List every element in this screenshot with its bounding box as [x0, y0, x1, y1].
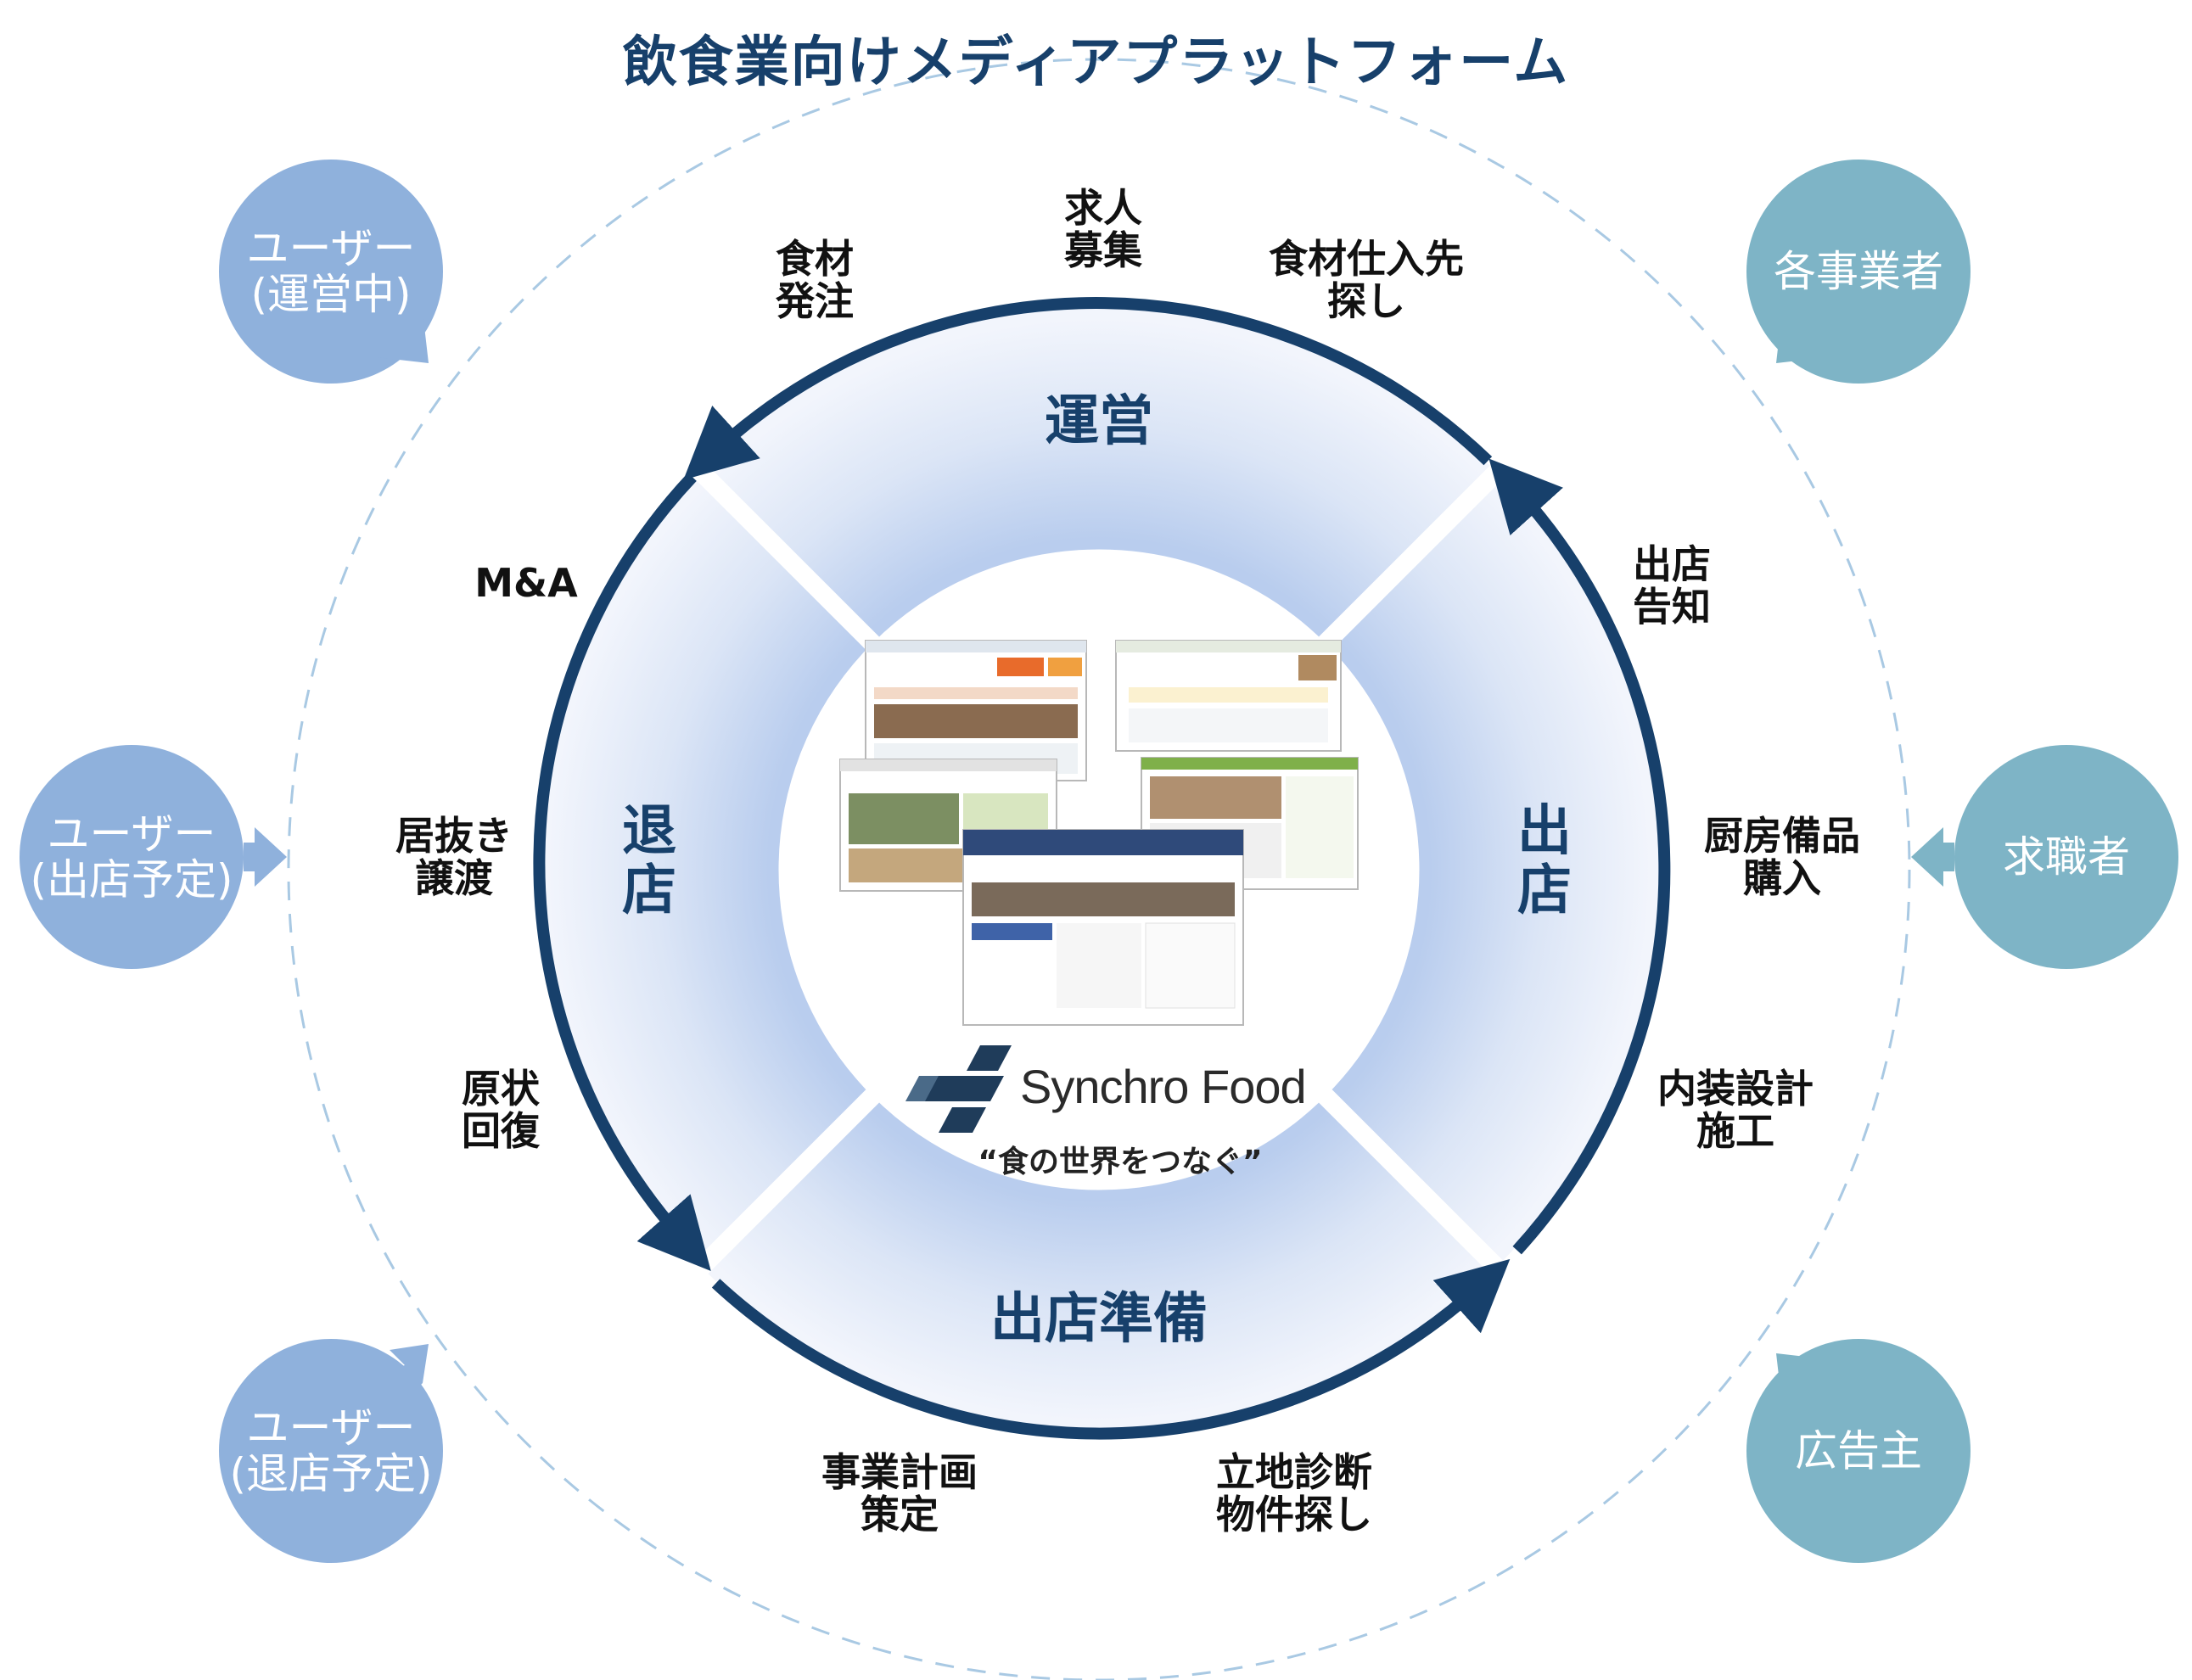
- segment-preparation-line-1: 出店準備: [990, 1288, 1208, 1351]
- actor-user-planning-close-line-2: (退店予定): [229, 1449, 433, 1498]
- user-planning-close-circle: [219, 1339, 443, 1563]
- actor-user-planning-open-line-1: ユーザー: [47, 809, 216, 859]
- service-ingredient-order-line-2: 発注: [776, 278, 854, 324]
- service-business-plan: 事業計画 策定: [785, 1451, 1014, 1536]
- service-interior-line-2: 施工: [1696, 1108, 1774, 1154]
- segment-opening-line-2: 店: [1517, 860, 1572, 922]
- service-recruit-line-2: 募集: [1064, 227, 1142, 273]
- service-kitchen-equipment: 厨房備品 購入: [1685, 815, 1880, 899]
- segment-closing-line-2: 店: [622, 860, 676, 922]
- service-transfer-line-1: 居抜き: [395, 813, 513, 859]
- service-restoration-line-1: 原状: [462, 1066, 540, 1112]
- service-recruit-line-1: 求人: [1064, 185, 1142, 231]
- businesses-circle: [1746, 160, 1971, 384]
- job-seekers-circle: [1954, 745, 2178, 969]
- segment-preparation: 出店準備: [900, 1290, 1298, 1349]
- service-business-plan-line-1: 事業計画: [821, 1449, 978, 1495]
- service-restoration: 原状 回復: [429, 1067, 573, 1152]
- website-screenshots: [839, 640, 1359, 1026]
- arrow-user-operating: [377, 311, 429, 363]
- service-interior: 内装設計 施工: [1638, 1067, 1833, 1152]
- actor-user-planning-open: ユーザー (出店予定): [13, 811, 250, 903]
- screenshot-1: [865, 640, 1087, 781]
- screenshot-2: [1115, 640, 1342, 752]
- user-operating-circle: [219, 160, 443, 384]
- service-kitchen-equipment-line-1: 厨房備品: [1704, 813, 1860, 859]
- arrow-businesses: [1776, 311, 1828, 363]
- service-announcement-line-1: 出店: [1633, 541, 1711, 587]
- service-transfer: 居抜き 譲渡: [356, 815, 552, 899]
- actor-user-planning-close-line-1: ユーザー: [246, 1403, 416, 1453]
- user-planning-open-circle: [20, 745, 244, 969]
- actor-user-operating-line-1: ユーザー: [246, 224, 416, 273]
- arrow-advertisers: [1776, 1353, 1828, 1405]
- segment-opening: 出 店: [1502, 802, 1587, 921]
- screenshot-5: [962, 829, 1244, 1026]
- actor-job-seekers: 求職者: [1956, 834, 2177, 880]
- segment-opening-line-1: 出: [1517, 800, 1572, 863]
- service-interior-line-1: 内装設計: [1657, 1066, 1814, 1112]
- service-restoration-line-2: 回復: [462, 1108, 540, 1154]
- segment-operation: 運営: [972, 392, 1226, 451]
- actor-user-planning-open-line-2: (出店予定): [30, 855, 233, 904]
- actor-advertisers: 広告主: [1748, 1428, 1969, 1474]
- arrow-opening: [1488, 458, 1671, 1255]
- segment-closing: 退 店: [607, 802, 692, 921]
- actor-circles: [20, 160, 2178, 1563]
- arrow-closing: [533, 473, 711, 1272]
- actor-user-operating: ユーザー (運営中): [229, 226, 433, 317]
- actor-job-seekers-line-1: 求職者: [2003, 832, 2130, 882]
- actor-user-planning-close: ユーザー (退店予定): [212, 1405, 450, 1497]
- arrow-preparation: [711, 1258, 1511, 1440]
- service-ingredient-order: 食材 発注: [738, 238, 891, 322]
- actor-businesses-line-1: 各事業者: [1774, 247, 1943, 296]
- service-kitchen-equipment-line-2: 購入: [1743, 855, 1821, 901]
- arrow-operation: [683, 297, 1493, 480]
- service-supplier-search: 食材仕入先 探し: [1239, 238, 1494, 322]
- service-supplier-search-line-2: 探し: [1327, 278, 1405, 324]
- arrow-job-seekers: [1911, 827, 1954, 887]
- actor-user-operating-line-2: (運営中): [250, 270, 412, 319]
- service-recruit: 求人 募集: [1018, 187, 1188, 272]
- service-site-survey-line-2: 物件探し: [1216, 1492, 1372, 1537]
- cycle-arrows: [533, 297, 1671, 1440]
- arrow-user-planning-open: [244, 827, 287, 887]
- advertisers-circle: [1746, 1339, 1971, 1563]
- outer-dashed-circle: [287, 58, 1911, 1680]
- page-title: 飲食業向けメディアプラットフォーム: [622, 31, 1570, 94]
- cycle-ring: [536, 307, 1662, 1432]
- tagline: “食の世界をつなぐ”: [978, 1145, 1263, 1179]
- synchro-food-logo-icon: [905, 1045, 1012, 1133]
- service-business-plan-line-2: 策定: [861, 1492, 939, 1537]
- segment-closing-line-1: 退: [622, 800, 676, 863]
- segment-operation-line-1: 運営: [1045, 390, 1153, 453]
- service-announcement: 出店 告知: [1608, 543, 1735, 628]
- logo-text: Synchro Food: [1020, 1060, 1307, 1113]
- actor-arrows: [244, 311, 1954, 1405]
- actor-advertisers-line-1: 広告主: [1795, 1426, 1922, 1476]
- arrow-user-planning-close: [382, 1344, 429, 1398]
- service-site-survey-line-1: 立地診断: [1216, 1449, 1372, 1495]
- service-ingredient-order-line-1: 食材: [776, 236, 854, 282]
- service-mna: M&A: [463, 562, 590, 604]
- service-mna-line-1: M&A: [474, 560, 578, 606]
- service-transfer-line-2: 譲渡: [415, 855, 493, 901]
- service-announcement-line-2: 告知: [1633, 584, 1711, 630]
- service-supplier-search-line-1: 食材仕入先: [1269, 236, 1464, 282]
- service-site-survey: 立地診断 物件探し: [1180, 1451, 1409, 1536]
- actor-businesses: 各事業者: [1748, 249, 1969, 294]
